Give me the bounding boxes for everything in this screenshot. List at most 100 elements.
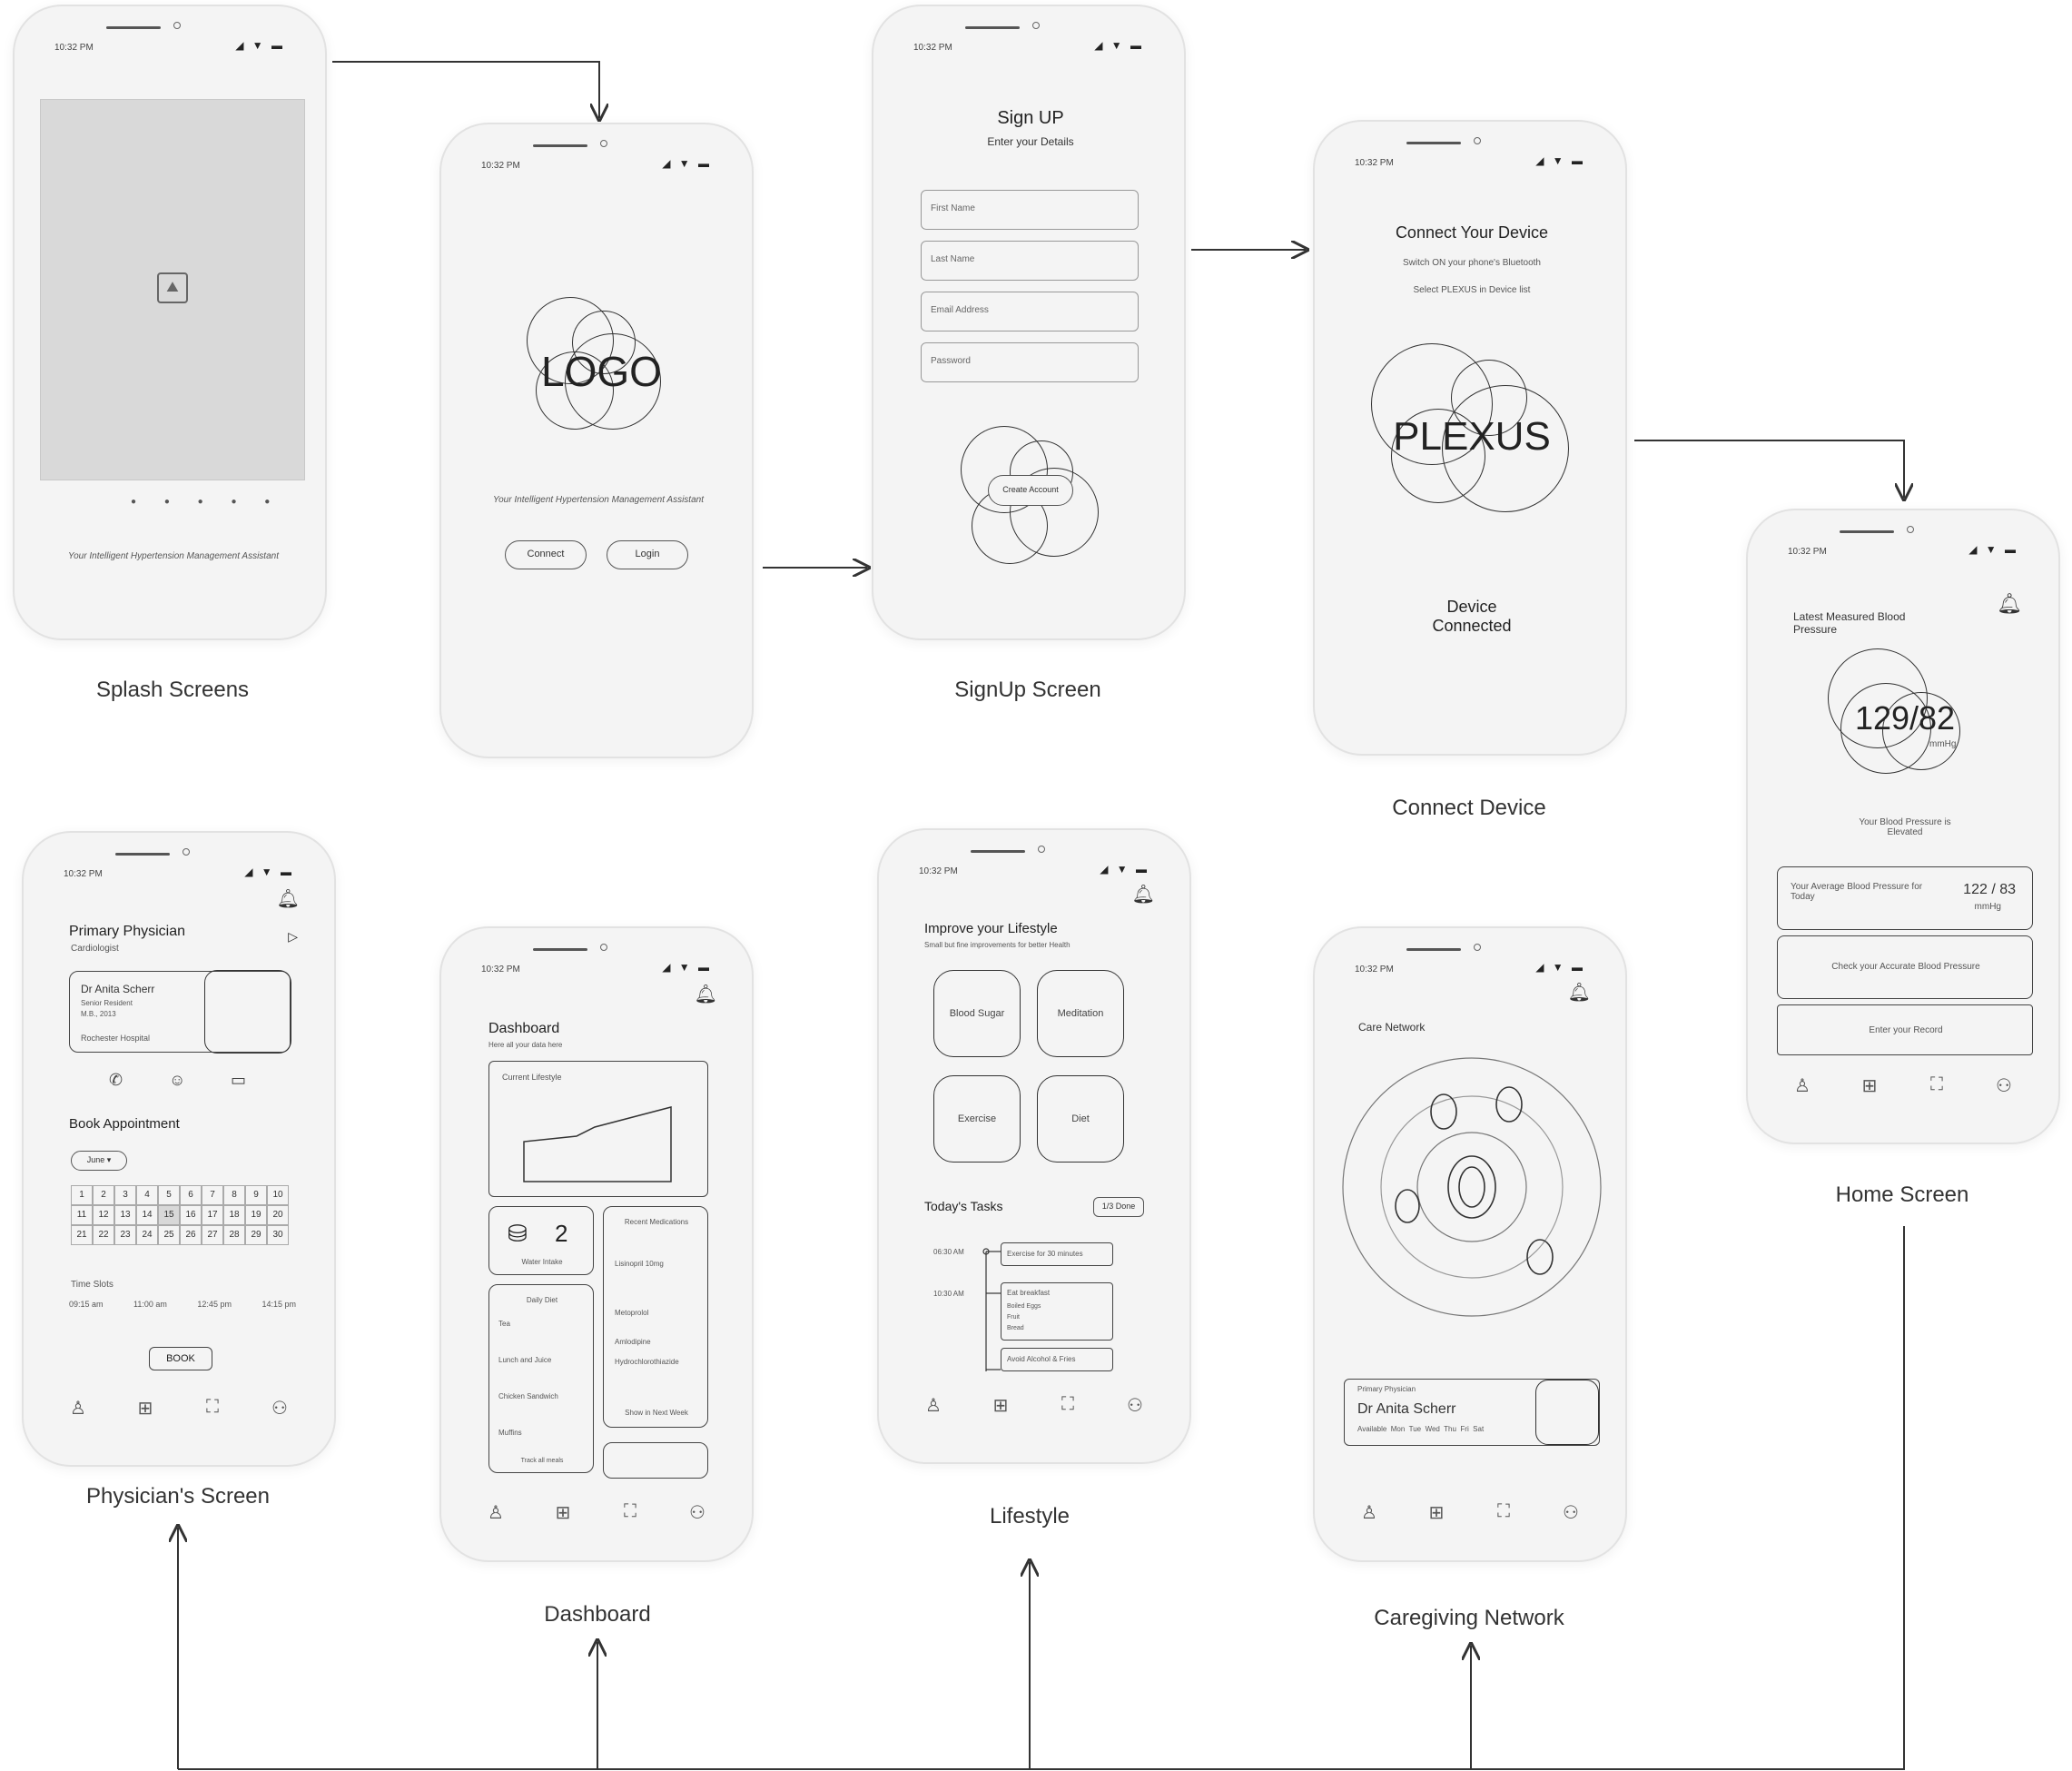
calendar-day[interactable]: 22 [93, 1225, 114, 1245]
calendar-day[interactable]: 26 [180, 1225, 202, 1245]
card-availability: Available Mon Tue Wed Thu Fri Sat [1357, 1425, 1485, 1433]
lifestyle-phone: 10:32 PM ◢ ▼ ▬ 🔔︎ Improve your Lifestyle… [877, 828, 1191, 1464]
calendar-day[interactable]: 12 [93, 1205, 114, 1225]
nav-profile-icon[interactable]: ♙ [70, 1399, 86, 1419]
notification-bell-icon[interactable]: 🔔︎ [1131, 885, 1155, 905]
time-slot[interactable]: 12:45 pm [197, 1300, 232, 1309]
chat-icon[interactable]: ☺ [169, 1071, 186, 1089]
calendar-day[interactable]: 6 [180, 1185, 202, 1205]
calendar-day[interactable]: 2 [93, 1185, 114, 1205]
calendar-day[interactable]: 20 [267, 1205, 289, 1225]
notification-bell-icon[interactable]: 🔔︎ [694, 984, 717, 1004]
network-node [1495, 1086, 1523, 1123]
calendar-day[interactable]: 30 [267, 1225, 289, 1245]
video-icon[interactable]: ▭ [231, 1071, 247, 1089]
blood-sugar-tile[interactable]: Blood Sugar [933, 970, 1021, 1057]
nav-scan-icon[interactable]: ⛶ [624, 1501, 636, 1521]
task-card[interactable]: Eat breakfast Boiled Eggs Fruit Bread [1001, 1282, 1113, 1341]
lifestyle-title: Improve your Lifestyle [924, 921, 1058, 936]
phone-speaker [1406, 948, 1461, 951]
diet-tile[interactable]: Diet [1037, 1075, 1124, 1163]
task-card[interactable]: Exercise for 30 minutes [1001, 1242, 1113, 1266]
phone-speaker [533, 144, 587, 147]
phone-camera [600, 140, 607, 147]
calendar-day[interactable]: 5 [158, 1185, 180, 1205]
doctor-card[interactable]: Dr Anita Scherr Senior Resident M.B., 20… [69, 970, 291, 1054]
caregiving-phone: 10:32 PM ◢ ▼ ▬ 🔔︎ Care Network Primary P… [1313, 926, 1627, 1562]
water-intake-card[interactable]: ⛁ 2 Water Intake [488, 1206, 594, 1275]
last-name-field[interactable]: Last Name [921, 241, 1139, 281]
nav-network-icon[interactable]: ⚇ [1563, 1503, 1579, 1523]
nav-scan-icon[interactable]: ⛶ [1061, 1394, 1074, 1414]
calendar-day[interactable]: 11 [71, 1205, 93, 1225]
nav-profile-icon[interactable]: ♙ [925, 1396, 942, 1416]
calendar-day[interactable]: 15 [158, 1205, 180, 1225]
nav-dashboard-icon[interactable]: ⊞ [1428, 1503, 1445, 1523]
primary-physician-card[interactable]: Primary Physician Dr Anita Scherr Availa… [1344, 1379, 1600, 1446]
calendar-day[interactable]: 14 [136, 1205, 158, 1225]
month-select[interactable]: June ▾ [71, 1151, 127, 1171]
exercise-tile[interactable]: Exercise [933, 1075, 1021, 1163]
play-icon[interactable]: ▷ [288, 929, 298, 944]
calendar-day[interactable]: 18 [223, 1205, 245, 1225]
phone-icon[interactable]: ✆ [109, 1071, 123, 1089]
nav-network-icon[interactable]: ⚇ [1127, 1396, 1143, 1416]
extra-card[interactable] [603, 1442, 708, 1479]
task-card[interactable]: Avoid Alcohol & Fries [1001, 1348, 1113, 1371]
notification-bell-icon[interactable]: 🔔︎ [1567, 983, 1591, 1003]
calendar-day[interactable]: 3 [114, 1185, 136, 1205]
nav-dashboard-icon[interactable]: ⊞ [137, 1399, 153, 1419]
first-name-field[interactable]: First Name [921, 190, 1139, 230]
nav-profile-icon[interactable]: ♙ [488, 1503, 504, 1523]
dashboard-subtitle: Here all your data here [488, 1041, 563, 1049]
calendar-day[interactable]: 9 [245, 1185, 267, 1205]
book-button[interactable]: BOOK [149, 1347, 212, 1370]
time-slot[interactable]: 09:15 am [69, 1300, 104, 1309]
calendar-day[interactable]: 28 [223, 1225, 245, 1245]
calendar-day[interactable]: 1 [71, 1185, 93, 1205]
time-slot[interactable]: 14:15 pm [261, 1300, 296, 1309]
calendar-day[interactable]: 25 [158, 1225, 180, 1245]
calendar-day[interactable]: 21 [71, 1225, 93, 1245]
nav-dashboard-icon[interactable]: ⊞ [992, 1396, 1009, 1416]
time-slot[interactable]: 11:00 am [133, 1300, 167, 1309]
nav-scan-icon[interactable]: ⛶ [1497, 1501, 1510, 1521]
nav-profile-icon[interactable]: ♙ [1794, 1076, 1811, 1096]
create-account-button[interactable]: Create Account [988, 475, 1073, 506]
nav-dashboard-icon[interactable]: ⊞ [555, 1503, 571, 1523]
email-field[interactable]: Email Address [921, 292, 1139, 331]
check-bp-button[interactable]: Check your Accurate Blood Pressure [1777, 935, 2033, 999]
lifestyle-chart-card[interactable]: Current Lifestyle [488, 1061, 708, 1197]
calendar-day[interactable]: 8 [223, 1185, 245, 1205]
calendar-day[interactable]: 17 [202, 1205, 223, 1225]
tasks-progress-button[interactable]: 1/3 Done [1093, 1197, 1144, 1217]
login-button[interactable]: Login [607, 540, 688, 569]
enter-record-button[interactable]: Enter your Record [1777, 1004, 2033, 1055]
nav-network-icon[interactable]: ⚇ [1996, 1076, 2012, 1096]
connect-button[interactable]: Connect [505, 540, 587, 569]
nav-network-icon[interactable]: ⚇ [271, 1399, 288, 1419]
calendar-day[interactable]: 16 [180, 1205, 202, 1225]
book-appointment-title: Book Appointment [69, 1116, 180, 1132]
nav-scan-icon[interactable]: ⛶ [1930, 1074, 1943, 1094]
calendar-day[interactable]: 4 [136, 1185, 158, 1205]
daily-diet-card[interactable]: Daily Diet Tea Lunch and Juice Chicken S… [488, 1284, 594, 1473]
calendar-day[interactable]: 23 [114, 1225, 136, 1245]
calendar-day[interactable]: 13 [114, 1205, 136, 1225]
calendar-day[interactable]: 24 [136, 1225, 158, 1245]
notification-bell-icon[interactable]: 🔔︎ [276, 889, 300, 909]
nav-scan-icon[interactable]: ⛶ [206, 1397, 219, 1417]
notification-bell-icon[interactable]: 🔔︎ [1997, 592, 2022, 615]
calendar-day[interactable]: 19 [245, 1205, 267, 1225]
calendar-day[interactable]: 10 [267, 1185, 289, 1205]
nav-network-icon[interactable]: ⚇ [689, 1503, 705, 1523]
nav-profile-icon[interactable]: ♙ [1361, 1503, 1377, 1523]
password-field[interactable]: Password [921, 342, 1139, 382]
calendar-day[interactable]: 29 [245, 1225, 267, 1245]
recent-medications-card[interactable]: Recent Medications Lisinopril 10mg Metop… [603, 1206, 708, 1428]
time-slots-label: Time Slots [71, 1280, 113, 1290]
meditation-tile[interactable]: Meditation [1037, 970, 1124, 1057]
calendar-day[interactable]: 7 [202, 1185, 223, 1205]
calendar-day[interactable]: 27 [202, 1225, 223, 1245]
nav-dashboard-icon[interactable]: ⊞ [1861, 1076, 1878, 1096]
